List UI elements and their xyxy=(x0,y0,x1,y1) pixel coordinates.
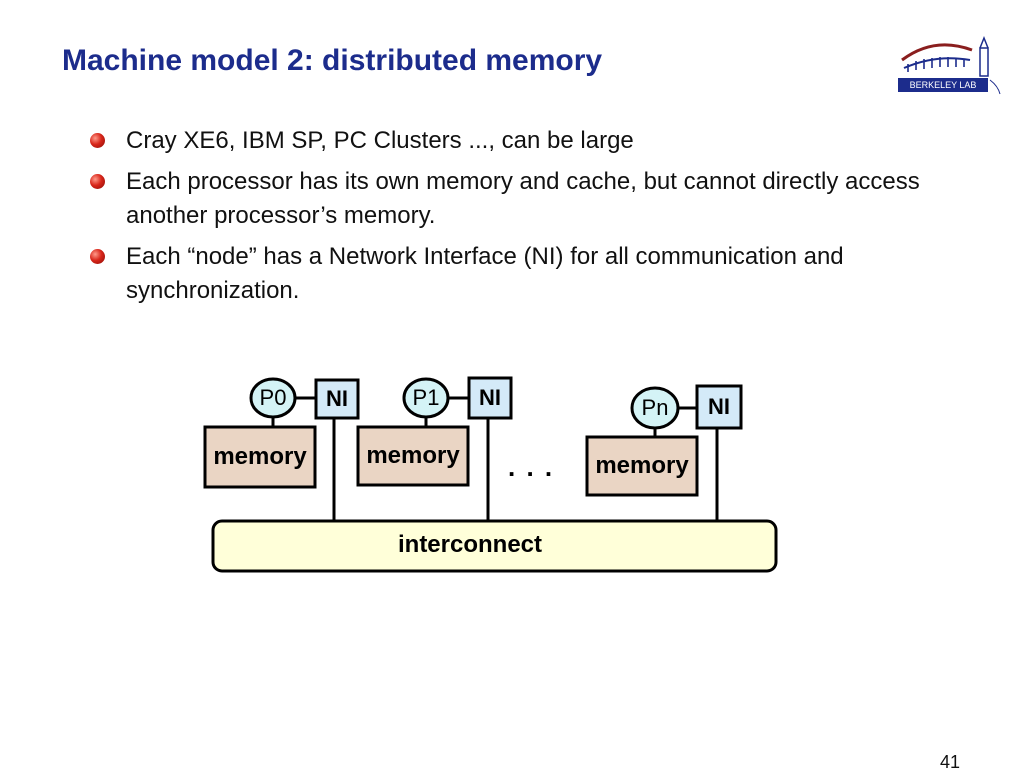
bullet-item: Cray XE6, IBM SP, PC Clusters ..., can b… xyxy=(90,124,950,158)
bullet-list: Cray XE6, IBM SP, PC Clusters ..., can b… xyxy=(90,124,950,315)
bullet-icon xyxy=(90,249,105,264)
page-number: 41 xyxy=(940,752,961,772)
processor-p1-label: P1 xyxy=(412,385,440,410)
ni-label-0: NI xyxy=(326,386,348,411)
svg-text:BERKELEY LAB: BERKELEY LAB xyxy=(910,80,977,90)
ni-label-1: NI xyxy=(479,385,501,410)
memory-label-n: memory xyxy=(595,452,689,479)
processor-p0-label: P0 xyxy=(259,385,287,410)
slide-title: Machine model 2: distributed memory xyxy=(62,44,603,77)
interconnect-label: interconnect xyxy=(397,531,543,558)
ni-label-n: NI xyxy=(708,394,730,419)
bullet-icon xyxy=(90,174,105,189)
memory-label-1: memory xyxy=(366,442,460,469)
berkeley-lab-logo: BERKELEY LAB xyxy=(898,35,1001,95)
processor-pn-label: Pn xyxy=(641,395,669,420)
ellipsis: . . . xyxy=(508,452,555,482)
memory-label-0: memory xyxy=(213,443,307,470)
bullet-icon xyxy=(90,133,105,148)
bullet-item: Each processor has its own memory and ca… xyxy=(90,165,950,233)
bullet-item: Each “node” has a Network Interface (NI)… xyxy=(90,240,950,308)
